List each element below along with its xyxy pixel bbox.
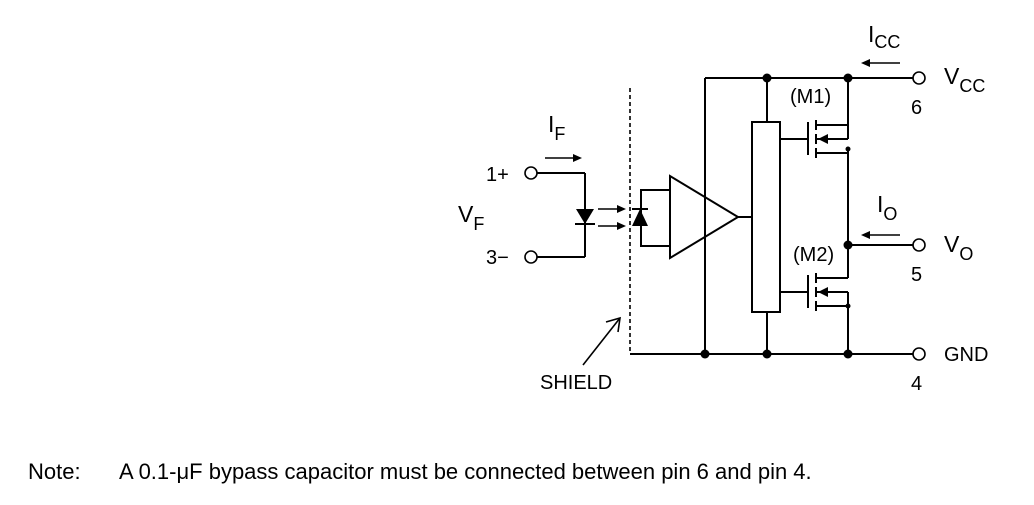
io-label: IO <box>877 191 897 224</box>
gnd-label: GND <box>944 344 988 366</box>
note-text: A 0.1-μF bypass capacitor must be connec… <box>119 459 812 484</box>
shield-pointer-head <box>605 316 621 333</box>
if-arrowhead <box>573 154 582 162</box>
icc-label: ICC <box>868 21 900 52</box>
junction-dot <box>843 73 853 83</box>
light-arrowhead-1 <box>617 205 626 213</box>
vo-label: VO <box>944 231 973 264</box>
pin1-terminal <box>524 166 538 180</box>
vcc-label: VCC <box>944 63 985 96</box>
led-icon <box>576 209 594 224</box>
m1-label: (M1) <box>790 86 831 108</box>
junction-dot <box>843 349 853 359</box>
junction-dot <box>843 240 853 250</box>
junction-dot <box>845 146 851 152</box>
pin6-label: 6 <box>911 97 922 119</box>
pin4-label: 4 <box>911 373 922 395</box>
shield-section <box>582 88 631 366</box>
pin3-label: 3− <box>486 247 509 269</box>
pin4-terminal <box>912 347 926 361</box>
pin3-terminal <box>524 250 538 264</box>
if-label: IF <box>548 111 565 144</box>
junction-dot <box>762 73 772 83</box>
junction-dot <box>762 349 772 359</box>
m2-mosfet-icon <box>807 273 849 354</box>
pin5-terminal <box>912 238 926 252</box>
photodiode-box <box>640 189 671 247</box>
pin5-label: 5 <box>911 264 922 286</box>
driver-section <box>751 78 808 354</box>
icc-arrowhead <box>861 59 870 67</box>
note-prefix: Note: <box>28 459 81 484</box>
output-section <box>847 59 913 278</box>
pin1-label: 1+ <box>486 164 509 186</box>
m2-label: (M2) <box>793 244 834 266</box>
junction-dot <box>700 349 710 359</box>
m1-mosfet-icon <box>807 78 849 158</box>
driver-block <box>751 121 781 313</box>
m1-arrow-icon <box>818 134 828 144</box>
shield-label: SHIELD <box>540 372 612 394</box>
pin6-terminal <box>912 71 926 85</box>
input-led-section <box>524 154 626 264</box>
io-arrowhead <box>861 231 870 239</box>
junction-dots <box>700 73 853 359</box>
photodiode-icon <box>632 209 648 226</box>
m2-arrow-icon <box>818 287 828 297</box>
photodiode-amplifier <box>632 78 752 354</box>
light-arrowhead-2 <box>617 222 626 230</box>
shield-pointer <box>582 317 621 366</box>
vf-label: VF <box>458 201 484 234</box>
junction-dot <box>845 303 851 309</box>
